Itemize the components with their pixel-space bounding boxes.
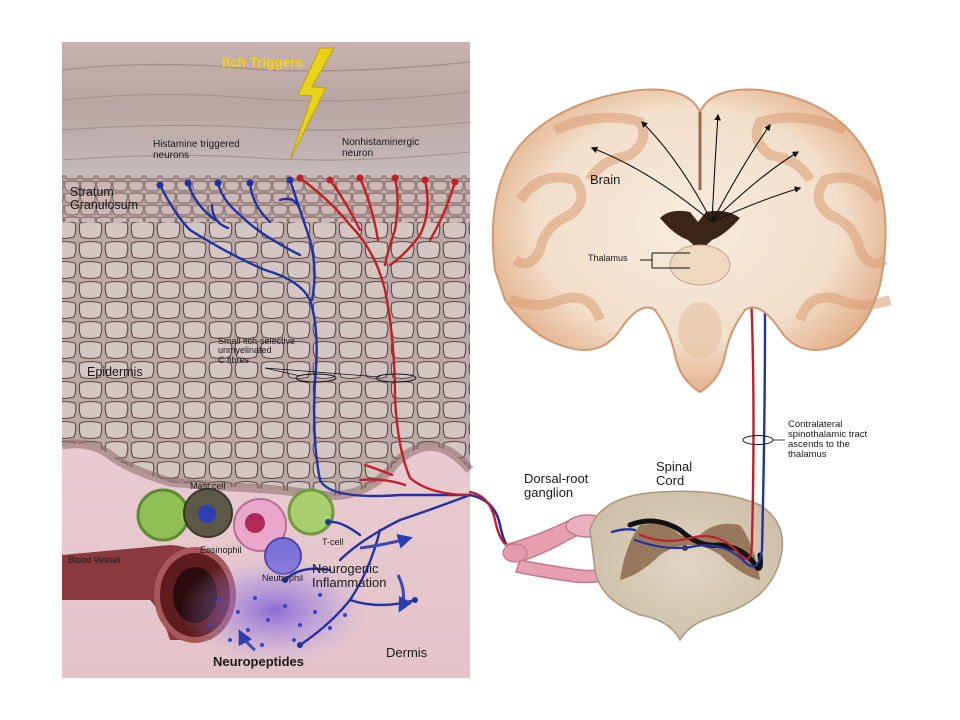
c-fibres-label: Small itch-selective unmyelinated C fibr…: [218, 336, 296, 365]
green-cell-2: [287, 488, 335, 536]
nonhistaminergic-line-2: neuron: [342, 147, 374, 159]
c-fibre-marker-blue: [295, 373, 337, 383]
neuropeptides-label: Neuropeptides: [213, 654, 305, 669]
nonhistaminergic-endings: [296, 174, 459, 186]
histamine-neurons-line-1: Histamine triggered: [153, 139, 240, 150]
spinal-line-2: Cord: [656, 472, 685, 488]
neutrophil-label: Neutrophil: [262, 573, 304, 583]
brain-label: Brain: [590, 172, 621, 187]
tract-line-2: spinothalamic tract: [788, 428, 868, 440]
tract-line-1: Contralateral: [788, 419, 843, 430]
c-fibres-line-2: unmyelinated: [218, 345, 272, 356]
epidermis-label: Epidermis: [87, 365, 143, 379]
peripheral-nerve: [468, 490, 517, 554]
histamine-neurons-line-2: neurons: [153, 149, 190, 161]
histamine-fibres: [158, 178, 472, 647]
dorsal-root-line-1: Dorsal-root: [524, 471, 589, 486]
spinal-pathway: [610, 518, 764, 571]
spinothalamic-tract-label: Contralateral spinothalamic tract ascend…: [788, 420, 867, 460]
spinal-line-1: Spinal: [656, 459, 693, 474]
stratum-granulosum-label: Stratum Granulosum: [70, 185, 139, 213]
green-cell: [136, 488, 190, 542]
t-cell-label: T-cell: [322, 537, 344, 547]
inflammation-arrow: [359, 534, 413, 550]
neuropeptide-arrow: [238, 629, 256, 652]
stratum-line-2: Granulosum: [70, 198, 139, 213]
c-fibre-marker-red: [375, 373, 417, 383]
tract-line-3: ascends to the: [788, 438, 850, 450]
cortex-projections: [590, 113, 802, 223]
thalamus-label: Thalamus: [588, 253, 628, 263]
itch-trigger-bolt: [289, 47, 335, 161]
tract-line-4: thalamus: [788, 448, 827, 460]
histamine-neurons-label: Histamine triggered neurons: [153, 139, 240, 161]
dorsal-root-ganglion-label: Dorsal-root ganglion: [524, 472, 588, 499]
brain-coronal: [491, 88, 892, 394]
mast-cell-label: Mast cell: [190, 481, 226, 491]
tract-marker: [742, 435, 774, 445]
stratum-line-1: Stratum: [70, 185, 114, 199]
spinal-cord-label: Spinal Cord: [656, 460, 692, 487]
skin-panel: [61, 42, 474, 678]
neurogenic-inflammation-label: Neurogenic Inflammation: [312, 562, 386, 589]
itch-triggers-label: Itch Triggers: [222, 55, 304, 70]
c-fibres-line-3: C fibres: [218, 354, 250, 365]
neuropeptide-cloud: [180, 555, 370, 665]
neurogenic-line-1: Neurogenic: [312, 561, 379, 576]
spinal-cord: [589, 490, 784, 642]
c-fibres-line-1: Small itch-selective: [218, 336, 296, 346]
dermis-label: Dermis: [386, 645, 428, 660]
nonhistaminergic-label: Nonhistaminergic neuron: [342, 137, 420, 159]
thalamus-bracket: [640, 252, 690, 269]
dorsal-root-line-2: ganglion: [524, 484, 574, 500]
histamine-endings: [156, 176, 418, 648]
inflammation-arrow-2: [396, 574, 413, 613]
neurogenic-line-2: Inflammation: [312, 574, 387, 590]
blood-vessel-label: Blood Vessel: [68, 555, 121, 565]
eosinophil-label: Eosinophil: [200, 545, 242, 555]
nonhistaminergic-fibres: [298, 176, 472, 497]
nonhistaminergic-line-1: Nonhistaminergic: [342, 137, 420, 148]
